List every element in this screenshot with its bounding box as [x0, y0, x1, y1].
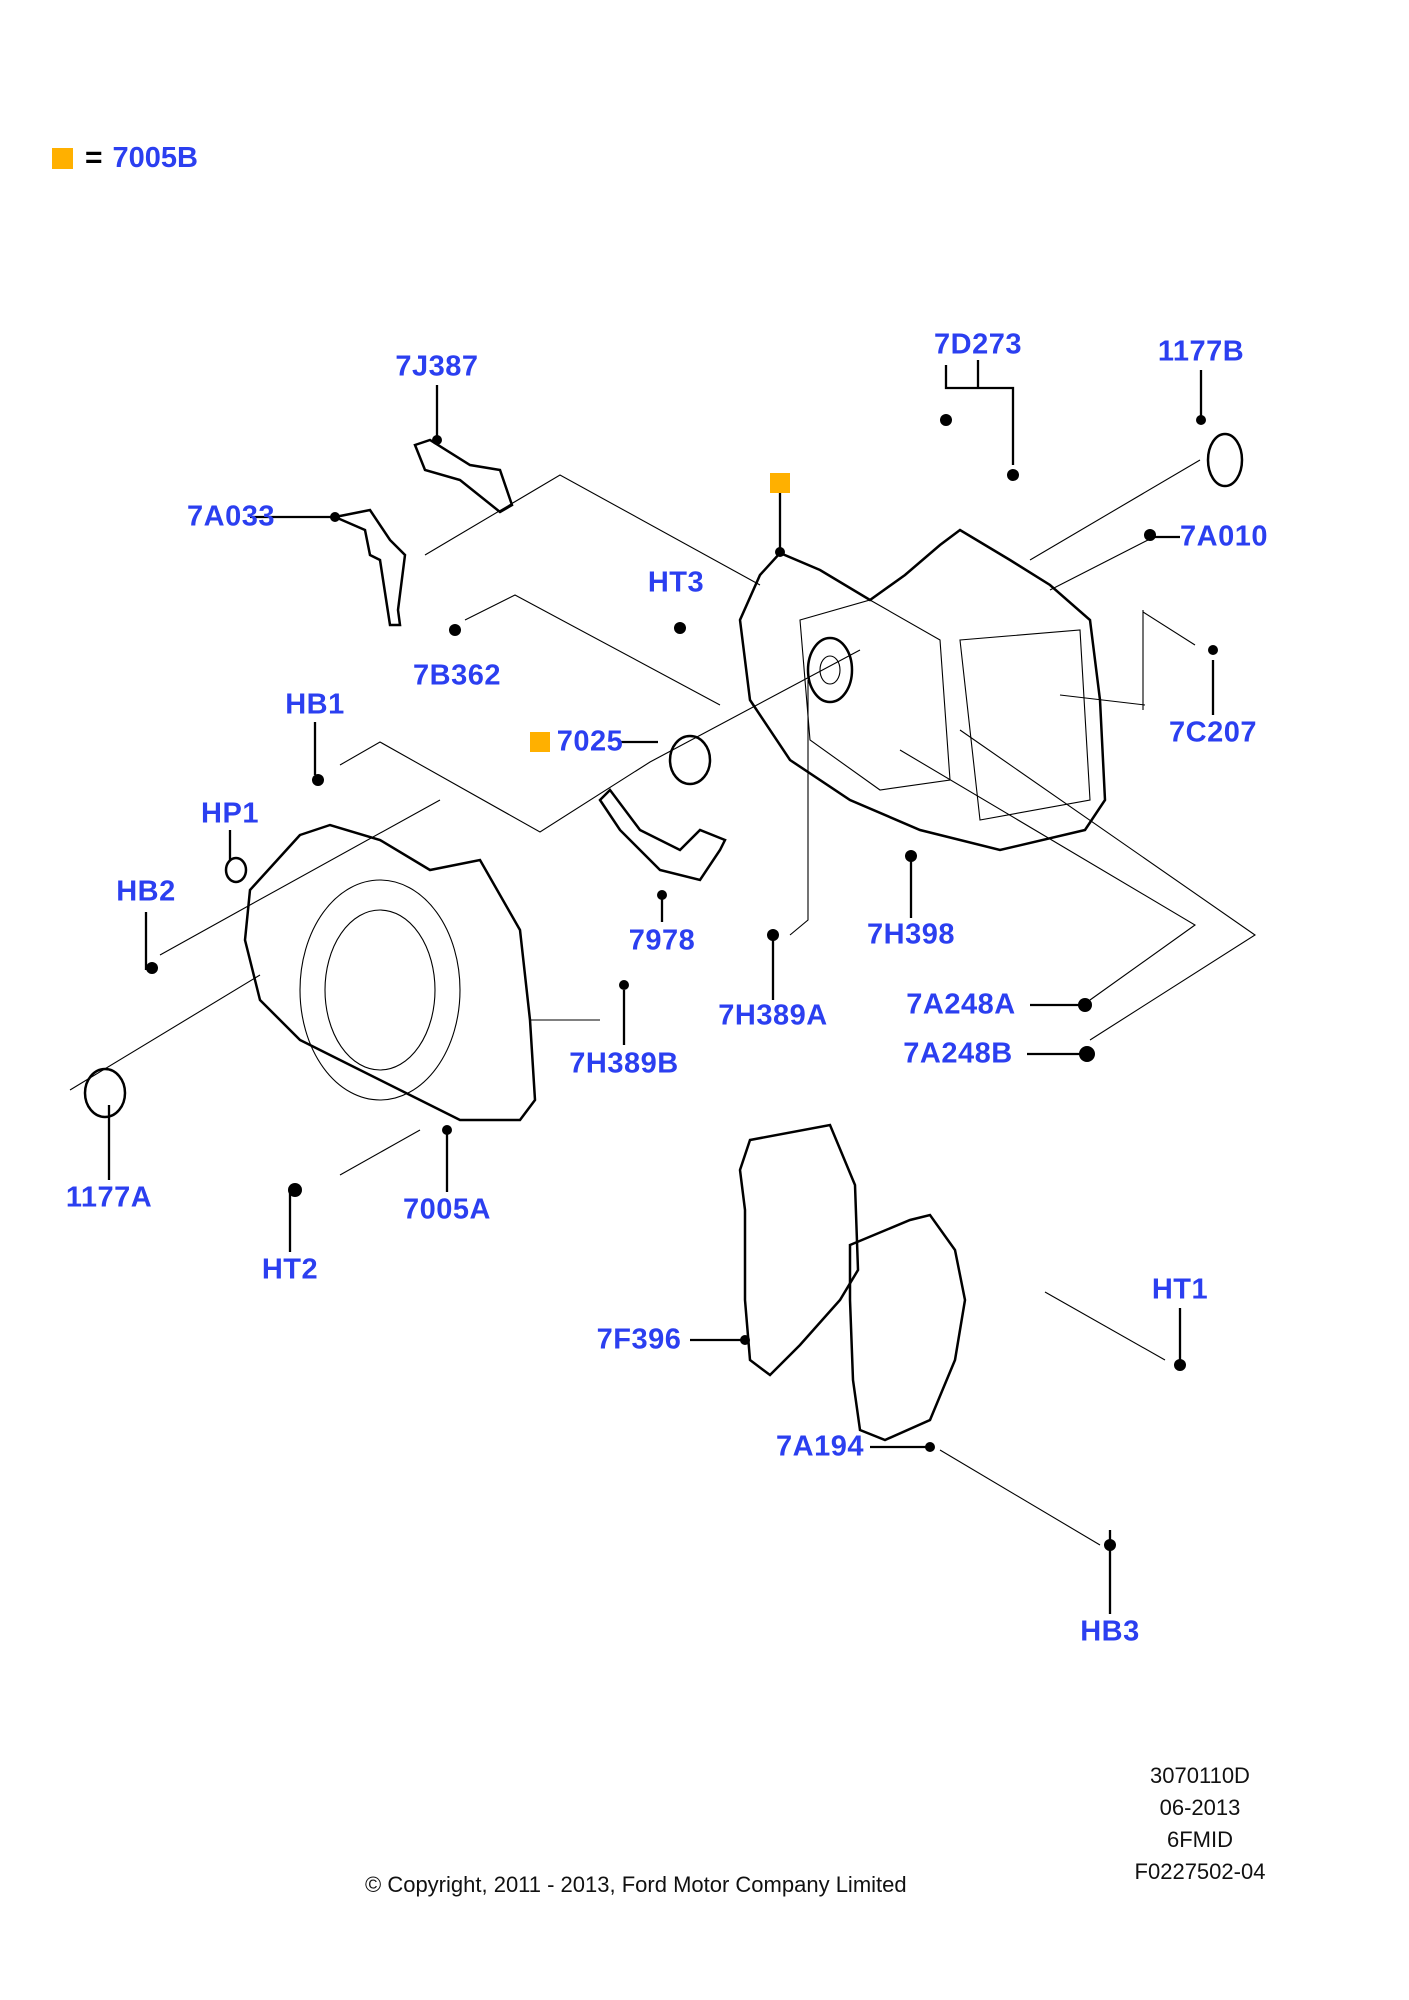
callout-7a010[interactable]: 7A010: [1180, 520, 1268, 553]
highlight-marker-icon: [52, 147, 73, 169]
callout-hb1[interactable]: HB1: [285, 688, 345, 721]
diagram-id: 3070110D: [1150, 1763, 1250, 1788]
small-parts: [83, 414, 1244, 1551]
assembly-lines: [69, 459, 1256, 1546]
callout-7978[interactable]: 7978: [628, 924, 696, 957]
callout-ht1[interactable]: HT1: [1151, 1273, 1209, 1306]
callout-7j387[interactable]: 7J387: [395, 350, 479, 383]
legend-part-code[interactable]: 7005B: [112, 141, 198, 174]
callout-ht3[interactable]: HT3: [647, 566, 705, 599]
highlight-marker-7025: [530, 732, 550, 752]
copyright-notice: © Copyright, 2011 - 2013, Ford Motor Com…: [365, 1872, 907, 1897]
seal-7025: [668, 734, 712, 786]
figure-code: F0227502-04: [1134, 1859, 1266, 1884]
seal-1177a: [83, 1067, 127, 1119]
diagram-date: 06-2013: [1159, 1795, 1241, 1820]
callout-hp1[interactable]: HP1: [201, 797, 259, 830]
bracket-7j387: [413, 438, 514, 514]
legend-equals: =: [85, 141, 103, 174]
callout-ht2[interactable]: HT2: [261, 1253, 319, 1286]
legend: = 7005B: [52, 140, 198, 176]
oil-pan-7a194: [848, 1213, 967, 1442]
callout-7025[interactable]: 7025: [556, 725, 624, 758]
callout-hb3[interactable]: HB3: [1080, 1615, 1140, 1648]
callout-7h389b[interactable]: 7H389B: [569, 1047, 679, 1080]
callout-7c207[interactable]: 7C207: [1169, 716, 1257, 749]
callout-7a033[interactable]: 7A033: [187, 500, 275, 533]
fastener-icons: [146, 414, 1218, 1551]
transmission-case: [738, 528, 1107, 852]
callout-7b362[interactable]: 7B362: [413, 659, 501, 692]
callout-7h398[interactable]: 7H398: [867, 918, 955, 951]
callout-7a248a[interactable]: 7A248A: [906, 988, 1016, 1021]
leader-lines: [107, 360, 1215, 1614]
callout-7f396[interactable]: 7F396: [596, 1323, 682, 1356]
highlight-marker-7005b: [770, 473, 790, 493]
callout-7005a[interactable]: 7005A: [403, 1193, 491, 1226]
callout-hb2[interactable]: HB2: [116, 875, 176, 908]
shield-7978: [598, 788, 727, 882]
callout-7d273[interactable]: 7D273: [934, 328, 1022, 361]
bracket-7a033: [330, 508, 407, 627]
seal-1177b: [1206, 432, 1244, 488]
gasket-7f396: [738, 1123, 860, 1377]
diagram-meta: 3070110D 06-2013 6FMID F0227502-04: [1110, 1760, 1290, 1888]
converter-housing: [243, 823, 537, 1122]
callout-7a194[interactable]: 7A194: [776, 1430, 864, 1463]
callout-1177a[interactable]: 1177A: [65, 1181, 153, 1214]
callout-7h389a[interactable]: 7H389A: [718, 999, 828, 1032]
plug-hp1: [224, 856, 248, 884]
callout-1177b[interactable]: 1177B: [1157, 335, 1245, 368]
callout-7a248b[interactable]: 7A248B: [903, 1037, 1013, 1070]
model-code: 6FMID: [1167, 1827, 1233, 1852]
